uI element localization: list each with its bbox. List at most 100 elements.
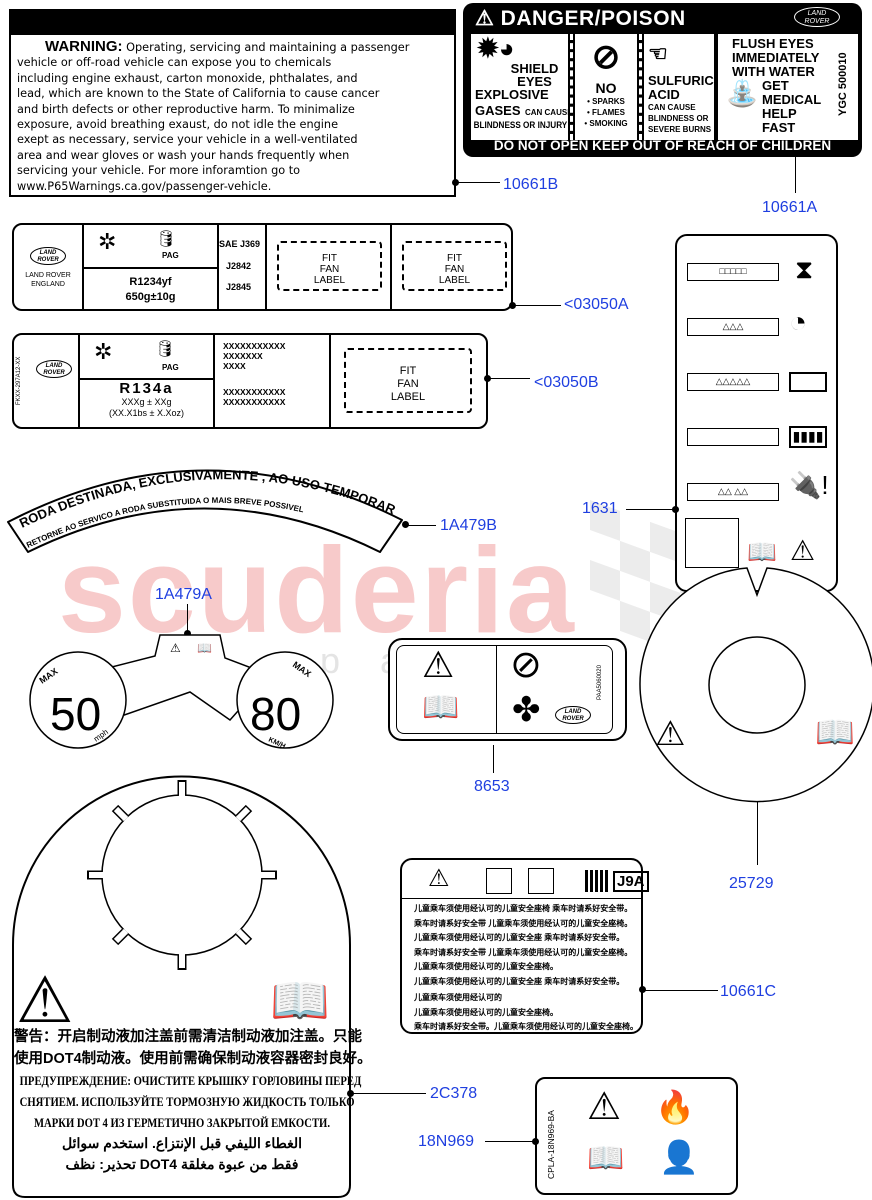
land-rover-logo: LAND ROVER [555,706,591,724]
callout-03050A[interactable]: <03050A [564,296,629,313]
callout-18N969[interactable]: 18N969 [418,1133,475,1150]
no-hands-icon: ⊘ [510,644,542,686]
charge-timer-icon: ◔ [789,306,808,339]
speed-limit-mph: 50 [50,688,101,740]
qualified-technician-icon: 👤 [659,1139,699,1175]
danger-footer: DO NOT OPEN KEEP OUT OF REACH OF CHILDRE… [493,138,832,153]
manual-icon: 📖 [747,539,777,566]
callout-line [485,1141,535,1142]
warning-line: and birth defects or other reproductive … [17,102,355,116]
warning-icon: ⚠ [475,7,501,30]
speed-limit-kmh: 80 [250,688,301,740]
callout-2C378[interactable]: 2C378 [430,1085,478,1102]
segment-box [687,428,779,446]
spare-wheel-arc-label: RODA DESTINADA, EXCLUSIVAMENTE , AO USO … [0,450,403,553]
warning-line: www.P65Warnings.ca.gov/passenger-vehicle… [17,179,272,193]
warning-line: area and wear gloves or wash your hands … [17,148,350,162]
callout-dot [532,1138,539,1145]
warning-line: Operating, servicing and maintaining a p… [126,41,410,54]
callout-1631[interactable]: 1631 [582,500,618,517]
warning-line: exept as necessary, service your vehicle… [17,133,358,147]
warning-line: vehicle or off-road vehicle can expose y… [17,56,332,70]
battery-status-label: □□□□□ ⧗ △△△ ◔ △△△△△ ▮▮▮▮ △△ △△ 🔌! 📖 ⚠ [675,234,838,592]
plug-alert-icon: 🔌! [789,470,829,500]
callout-line [513,305,561,306]
no-smoking-icon: ⊘ [591,38,621,76]
callout-dot [452,179,459,186]
manual-icon: 📖 [270,975,330,1028]
child-seat-text: 儿童乘车须使用经认可的儿童安全座椅 乘车时请系好安全带。乘车时请系好安全带 儿童… [414,904,638,1031]
danger-title: ⚠ DANGER/POISON [475,7,686,30]
callout-25729[interactable]: 25729 [729,875,774,892]
callout-dot [672,506,679,513]
fan-icon: ✤ [512,691,541,729]
blindness-injury-text: BLINDNESS OR INJURY [473,120,568,131]
callout-03050B[interactable]: <03050B [534,374,599,391]
callout-line [643,990,718,991]
callout-line [493,745,494,773]
blank-icon-box [528,868,554,894]
callout-line [187,604,188,635]
battery-charging-icon [789,372,827,392]
warning-icon: ⚠ [587,1086,622,1128]
callout-dot [402,521,409,528]
brake-fluid-cap-label-shape [12,775,351,1198]
warning-icon: ⚠ [655,715,685,753]
callout-line [456,182,500,183]
callout-line [406,525,436,526]
callout-line [626,509,675,510]
oil-can-icon: 🛢 [156,231,177,248]
callout-10661B[interactable]: 10661B [503,176,559,193]
temporary-spare-speed-label: ⚠ 📖 MAX 50 mph MAX 80 KM/H [29,634,334,750]
battery-danger-label: ⚠ DANGER/POISON LAND ROVER ✹◕ SHIELD EYE… [463,3,862,157]
speed-disc-right [236,651,334,749]
explosive-panel: ✹◕ SHIELD EYES EXPLOSIVE GASES CAN CAUSE… [471,34,568,140]
ac-snowflake-icon: ✲ [94,339,113,364]
segment-box: □□□□□ [687,263,779,281]
explosion-goggles-icon: ✹◕ [477,34,515,63]
acid-hand-icon: ☜ [648,41,668,66]
callout-dot [509,302,516,309]
callout-1A479A[interactable]: 1A479A [155,586,212,603]
data-matrix-code [585,870,609,892]
blank-square [685,518,739,568]
warning-heading: WARNING: [45,38,123,55]
land-rover-logo: LAND ROVER [30,247,66,265]
warning-line: servicing your vehicle. For more inforam… [17,164,301,178]
cooling-fan-warning-label: ⚠ 📖 ⊘ ✤ LAND ROVER PAA5060020 [388,638,627,741]
callout-10661A[interactable]: 10661A [762,199,818,216]
warning-icon: ⚠ [422,644,455,685]
segment-box: △△△△△ [687,373,779,391]
land-rover-logo: LAND ROVER [36,360,72,378]
callout-1A479B[interactable]: 1A479B [440,517,497,534]
manual-icon: 📖 [197,641,212,655]
callout-8653[interactable]: 8653 [474,778,510,795]
brake-fluid-text: 警告：开启制动液加注盖前需清洁制动液加注盖。只能 使用DOT4制动液。使用前需确… [14,1029,372,1172]
callout-dot [347,1090,354,1097]
high-voltage-icon: ⚠ [790,535,816,566]
no-sparks-panel: ⊘ NO • SPARKS• FLAMES• SMOKING [575,34,637,140]
callout-line [795,157,796,193]
warning-disc-label: ⚠ 📖 [639,567,872,803]
warning-icon: ⚠ [428,865,450,892]
blank-icon-box [486,868,512,894]
callout-dot [639,986,646,993]
callout-line [488,378,530,379]
dashed-divider [570,34,573,140]
speed-disc-left [29,651,127,749]
callout-10661C[interactable]: 10661C [720,983,777,1000]
warning-line: exposure, avoid breathing exaust, do not… [17,118,339,132]
callout-line [757,801,758,865]
warning-line: including engine exhaust, carton monoxid… [17,71,358,85]
battery-warning-label: CPLA-18N969-BA ⚠ 🔥 📖 👤 [535,1077,738,1195]
callout-dot [184,630,191,637]
part-code: FKXX-297A12-XX [16,356,22,405]
manual-icon: 📖 [422,691,460,724]
oil-can-icon: 🛢 [155,341,176,358]
